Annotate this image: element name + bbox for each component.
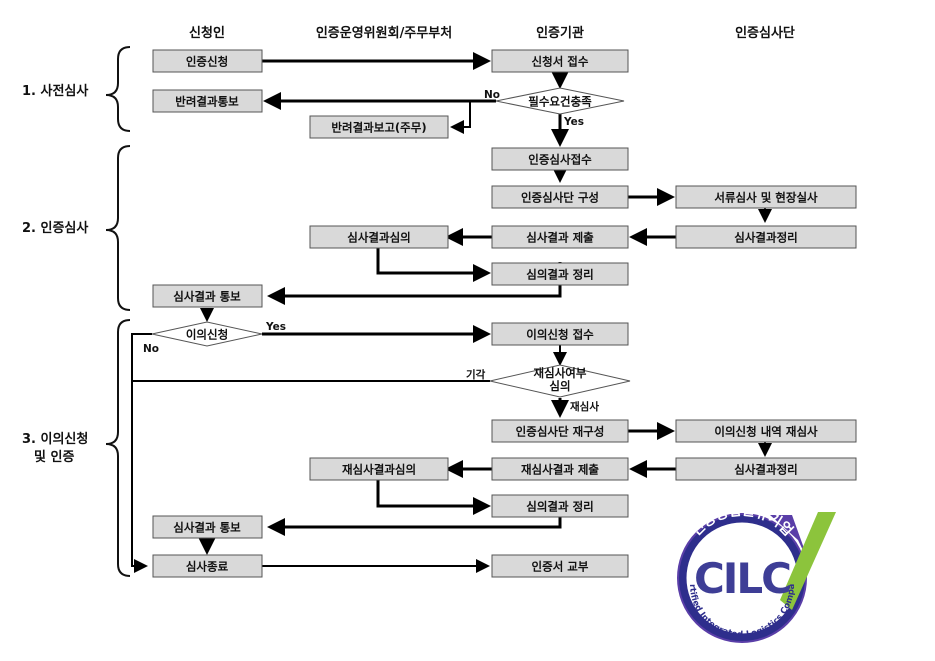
box-end-label: 심사종료 [186,560,229,574]
label-reject: 기각 [466,368,486,381]
decision-req-check-label: 필수요건충족 [528,95,592,109]
arrow-org-to-notice [267,285,562,305]
box-team-reform-label: 인증심사단 재구성 [516,425,605,439]
box-result-org: 심사결과정리 [675,225,857,249]
box-review-org: 심의결과 정리 [491,262,629,286]
box-review-org-2: 심의결과 정리 [491,494,629,518]
column-header-applicant: 신청인 [189,25,225,41]
decision-reaudit-label-2: 심의 [549,379,570,393]
decision-req-check: 필수요건충족 [495,87,625,115]
column-header-committee: 인증운영위원회/주무부처 [316,25,452,41]
box-end: 심사종료 [152,554,263,578]
label-no-2: No [143,343,159,355]
brace-phase-3 [105,319,131,577]
box-team-reform: 인증심사단 재구성 [491,419,629,443]
label-yes-2: Yes [265,321,286,333]
box-result-notice-2-label: 심사결과 통보 [173,521,241,535]
box-result-org-label: 심사결과정리 [734,231,797,245]
label-reaudit: 재심사 [570,400,599,413]
box-team-form-label: 인증심사단 구성 [521,191,599,205]
column-header-audit-team: 인증심사단 [735,25,795,41]
column-header-cert-body: 인증기관 [536,25,584,41]
decision-objection: 이의신청 [151,321,263,347]
box-doc-site-label: 서류심사 및 현장실사 [714,191,818,205]
phase-label-objection: 3. 이의신청 [22,431,88,447]
box-audit-receipt: 인증심사접수 [491,147,629,171]
logo-purple-swoosh [770,515,810,565]
box-reject-report-label: 반려결과보고(주무) [331,121,426,135]
label-no-1: No [484,89,500,101]
phase-label-cert-audit: 2. 인증심사 [22,220,88,236]
logo-english-text: Certified Integrated-Logistics Company [0,0,797,640]
arrow-no-to-end [131,333,152,573]
arrow-org2-to-notice2 [267,517,562,536]
box-result-org-2-label: 심사결과정리 [734,463,797,477]
box-reresult-submit-label: 재심사결과 제출 [521,463,599,477]
brace-phase-2 [105,145,131,311]
arrow-rereview-to-org2 [376,480,491,515]
box-reresult-review-label: 재심사결과심의 [342,463,416,477]
label-yes-1: Yes [563,116,584,128]
arrow-no-to-reject-report [450,101,471,134]
phase-label-objection-2: 및 인증 [34,449,74,465]
logo-word: CILC [694,554,790,603]
box-reject-report: 반려결과보고(주무) [309,115,449,139]
box-receipt-label: 신청서 접수 [532,55,589,69]
box-obj-reaudit-label: 이의신청 내역 재심사 [714,425,818,439]
box-result-review-label: 심사결과심의 [347,231,410,245]
box-obj-reaudit: 이의신청 내역 재심사 [675,419,857,443]
decision-objection-label: 이의신청 [186,328,228,342]
box-reresult-review: 재심사결과심의 [309,457,449,481]
box-apply-label: 인증신청 [186,55,228,69]
box-audit-receipt-label: 인증심사접수 [528,153,592,167]
decision-reaudit-label-1: 재심사여부 [534,366,587,380]
box-result-org-2: 심사결과정리 [675,457,857,481]
box-result-notice-2: 심사결과 통보 [152,515,263,539]
phase-label-pre-review: 1. 사전심사 [22,83,88,99]
brace-phase-1 [105,46,131,132]
box-apply: 인증신청 [152,49,263,73]
box-obj-receipt-label: 이의신청 접수 [526,328,594,342]
box-reject-notice: 반려결과통보 [152,89,263,113]
arrow-review-to-org [376,248,491,282]
box-receipt: 신청서 접수 [491,49,629,73]
decision-reaudit: 재심사여부 심의 [489,364,631,398]
logo-green-check [780,512,836,610]
box-result-notice-label: 심사결과 통보 [173,290,241,304]
box-result-submit: 심사결과 제출 [491,225,629,249]
box-review-org-2-label: 심의결과 정리 [526,500,593,514]
box-reject-notice-label: 반려결과통보 [175,95,239,109]
box-team-form: 인증심사단 구성 [491,185,629,209]
box-doc-site: 서류심사 및 현장실사 [675,185,857,209]
box-result-review: 심사결과심의 [309,225,449,249]
box-cert-issue-label: 인증서 교부 [532,560,589,574]
box-reresult-submit: 재심사결과 제출 [491,457,629,481]
box-obj-receipt: 이의신청 접수 [491,322,629,346]
box-result-submit-label: 심사결과 제출 [526,231,594,245]
box-result-notice: 심사결과 통보 [152,284,263,308]
box-cert-issue: 인증서 교부 [491,554,629,578]
box-review-org-label: 심의결과 정리 [526,268,593,282]
